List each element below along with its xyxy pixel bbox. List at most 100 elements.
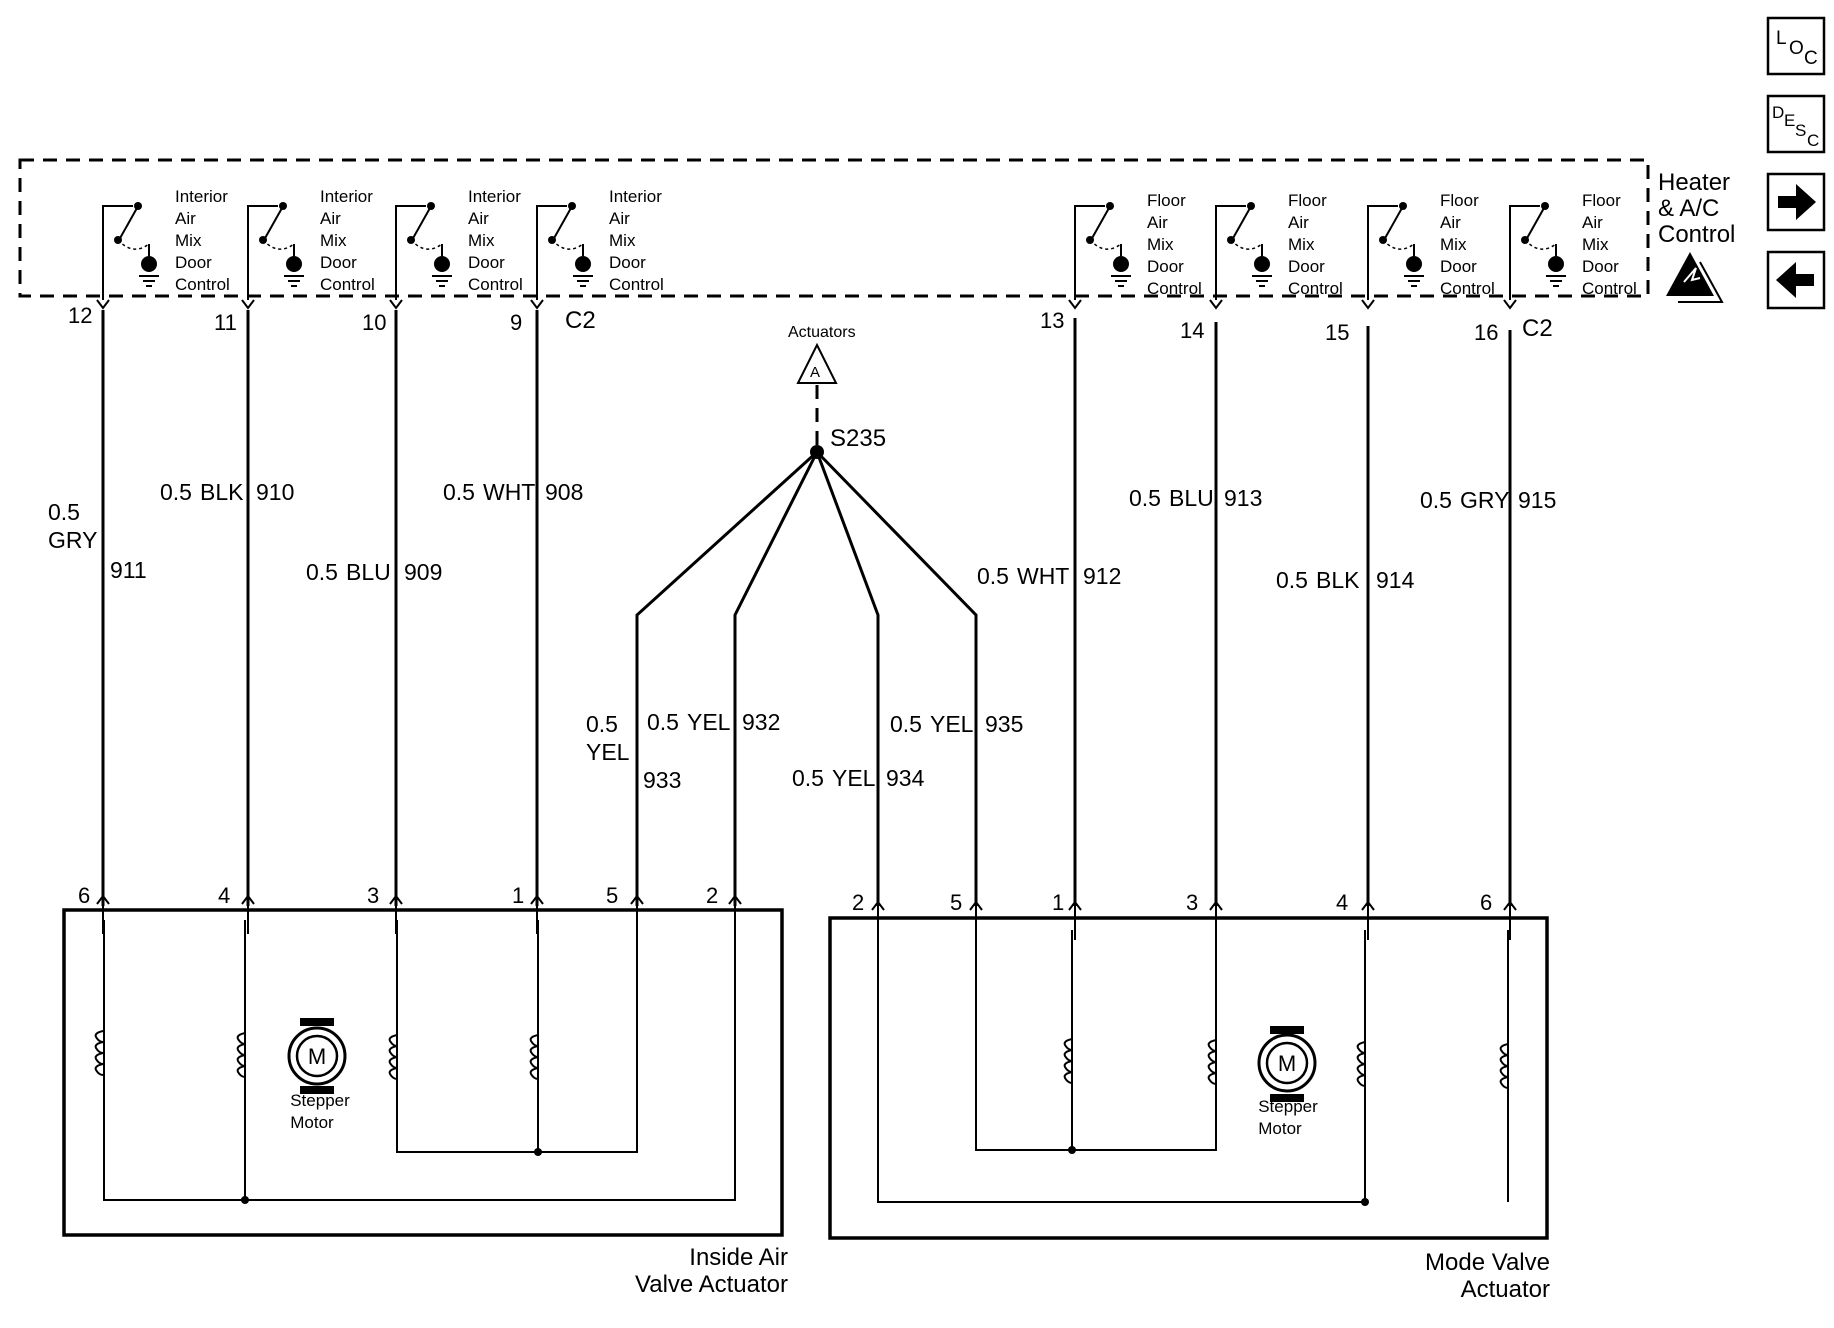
actuators-ref-letter: A xyxy=(810,364,820,381)
wire-circuit: 934 xyxy=(886,765,925,791)
actuator-pin-number: 2 xyxy=(706,883,718,908)
switch-weight xyxy=(1113,256,1129,272)
switch-blade xyxy=(1231,207,1251,241)
wire-circuit: 935 xyxy=(985,711,1023,737)
actuator-pin-number: 3 xyxy=(1186,890,1198,915)
switch-lead xyxy=(102,205,133,300)
wire-circuit: 910 xyxy=(256,479,294,505)
switch-label-line: Door xyxy=(320,253,357,272)
next-page-button[interactable] xyxy=(1766,172,1826,232)
switch-label-line: Control xyxy=(1288,279,1343,298)
actuators-ref-title: Actuators xyxy=(788,324,856,341)
desc-label-e: E xyxy=(1784,111,1795,130)
module-title-line2: & A/C xyxy=(1658,195,1719,222)
wire-color: BLU xyxy=(346,559,391,585)
switch-label-line: Mix xyxy=(609,231,636,250)
wire-line xyxy=(733,451,819,906)
coil-icon xyxy=(236,1032,246,1078)
wire-size-color: 0.5 YEL xyxy=(792,765,876,791)
wire-color: WHT xyxy=(1017,563,1069,589)
switch-label-line: Mix xyxy=(468,231,495,250)
wire-size: 0.5 xyxy=(977,563,1009,589)
splice-id: S235 xyxy=(830,425,886,452)
actuator-pin-number: 6 xyxy=(1480,890,1492,915)
wire-circuit: 913 xyxy=(1224,485,1262,511)
connector-arrow xyxy=(96,299,110,310)
switch-blade xyxy=(1090,207,1110,241)
switch-label-line: Mix xyxy=(175,231,202,250)
connector-arrow xyxy=(1068,299,1082,310)
mode-motor-line1: Stepper xyxy=(1258,1097,1318,1116)
switch-contact xyxy=(1247,202,1255,210)
wire-circuit: 909 xyxy=(404,559,442,585)
switch-weight xyxy=(1406,256,1422,272)
switch-travel-arc xyxy=(551,239,584,250)
coil-icon xyxy=(94,1030,104,1076)
switch-travel-arc xyxy=(410,239,443,250)
module-pin-number: 11 xyxy=(214,310,237,335)
wire-size: 0.5 xyxy=(890,711,922,737)
switch-lead xyxy=(1074,205,1105,300)
switch-label-line: Mix xyxy=(320,231,347,250)
ground-icon xyxy=(1404,275,1424,287)
wire-color: GRY xyxy=(1460,487,1509,513)
wire-color: BLK xyxy=(1316,567,1360,593)
wire-size: 0.5 xyxy=(48,499,80,525)
inside-actuator-name-line2: Valve Actuator xyxy=(635,1271,788,1298)
connector-arrow xyxy=(1361,299,1375,310)
connector-arrow xyxy=(389,299,403,310)
coil-icon xyxy=(529,1034,539,1080)
coil-icon xyxy=(1356,1041,1366,1087)
switch-layer: InteriorAirMixDoorControl12InteriorAirMi… xyxy=(68,187,1637,345)
loc-button[interactable]: L O C xyxy=(1766,16,1826,76)
wire-circuit: 908 xyxy=(545,479,583,505)
wire-color: YEL xyxy=(586,739,630,765)
wire-circuit: 915 xyxy=(1518,487,1556,513)
coil-icon xyxy=(1207,1039,1217,1085)
switch-label-line: Air xyxy=(609,209,630,228)
switch-lead xyxy=(536,205,567,300)
module-pin-number: 14 xyxy=(1180,318,1204,343)
wire-size: 0.5 xyxy=(792,765,824,791)
wire-color: BLU xyxy=(1169,485,1214,511)
switch-label-line: Mix xyxy=(1582,235,1609,254)
switch-label-line: Door xyxy=(1288,257,1325,276)
wire-circuit: 932 xyxy=(742,709,780,735)
switch-label-line: Air xyxy=(175,209,196,228)
ground-icon xyxy=(1111,275,1131,287)
switch-label-line: Interior xyxy=(609,187,662,206)
switch-travel-arc xyxy=(1382,239,1415,250)
switch-label-line: Door xyxy=(175,253,212,272)
module-pin-number: 13 xyxy=(1040,308,1064,333)
desc-button[interactable]: D E S C xyxy=(1766,94,1826,154)
switch-label-line: Door xyxy=(1147,257,1184,276)
arrow-left-icon xyxy=(1776,262,1814,298)
actuator-pin-number: 5 xyxy=(606,883,618,908)
prev-page-button[interactable] xyxy=(1766,250,1826,310)
switch-blade xyxy=(552,207,572,241)
wire-color: YEL xyxy=(832,765,876,791)
actuator-pin-number: 1 xyxy=(512,883,524,908)
actuator-pin-number: 5 xyxy=(950,890,962,915)
heater-ac-control-module: Heater & A/C Control C2 C2 xyxy=(18,158,1735,342)
module-pin-number: 16 xyxy=(1474,320,1498,345)
inside-air-valve-actuator: Inside Air Valve Actuator M Stepper Moto… xyxy=(62,908,788,1298)
connector-arrow xyxy=(1209,299,1223,310)
connector-arrow xyxy=(530,299,544,310)
module-pin-number: 10 xyxy=(362,310,386,335)
switch-lead xyxy=(395,205,426,300)
